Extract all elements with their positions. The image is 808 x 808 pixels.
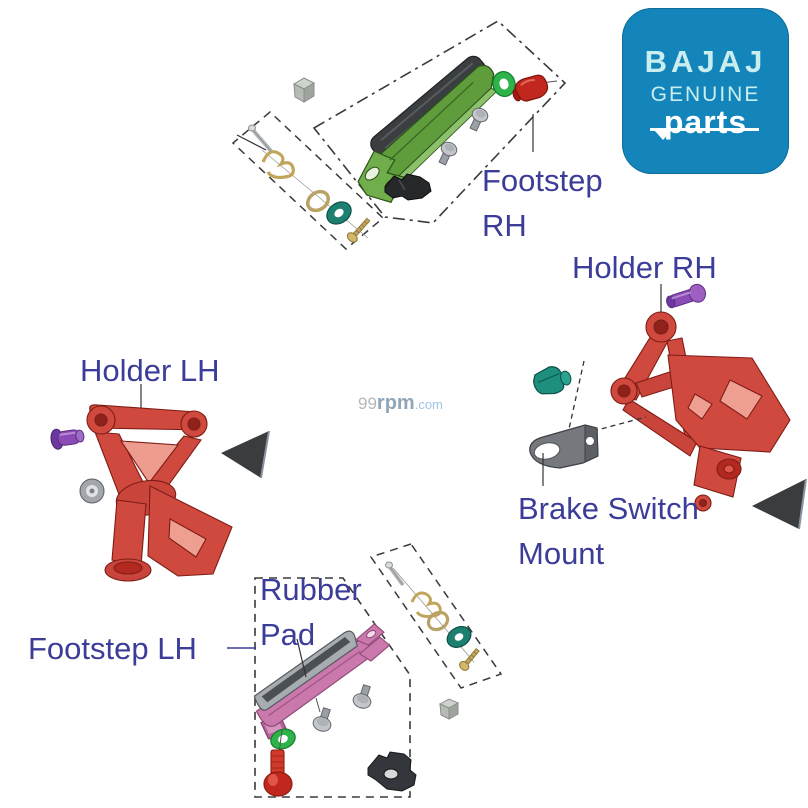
leader-line	[236, 134, 267, 151]
pin-part	[248, 124, 273, 153]
grommet-part	[446, 626, 472, 648]
logo-arrow-down-icon	[655, 131, 671, 140]
watermark-rpm: rpm	[377, 392, 415, 414]
label-footstep-lh: Footstep LH	[28, 631, 197, 666]
dashed-box-fasteners-lh	[369, 543, 503, 689]
label-footstep-rh-line2: RH	[482, 208, 527, 243]
end-cap-part	[512, 74, 549, 102]
label-rubber-pad: Rubber Pad	[260, 567, 362, 657]
footstep-rh-part	[357, 55, 498, 203]
label-holder-lh: Holder LH	[80, 353, 220, 388]
watermark-dotcom: .com	[415, 397, 443, 412]
label-footstep-rh-line1: Footstep	[482, 163, 603, 198]
screw-part	[459, 647, 480, 671]
cube-spacer-part	[438, 698, 460, 720]
label-rubber-pad-line2: Pad	[260, 617, 316, 652]
screw-part	[346, 217, 371, 243]
axis-line	[278, 729, 283, 754]
footstep-rh-assembly	[231, 20, 567, 251]
axis-line	[315, 697, 321, 713]
clip-part	[367, 751, 417, 792]
bearing-washer-part	[79, 478, 105, 504]
logo-brand-text: BAJAJ	[644, 44, 767, 79]
label-brake-switch-line1: Brake Switch	[518, 491, 699, 526]
bajaj-genuine-parts-logo: BAJAJ GENUINE parts	[622, 8, 789, 174]
bolt-part	[469, 107, 489, 132]
leader-line	[296, 638, 307, 678]
holder-lh-assembly	[50, 384, 270, 582]
washer-ring-part	[426, 610, 450, 632]
stopper-bolt-part	[263, 749, 293, 797]
purple-bolt-part	[50, 428, 85, 450]
dashed-box-fasteners-rh	[231, 110, 385, 251]
watermark: 99rpm.com	[358, 392, 443, 414]
oring-part	[492, 70, 516, 98]
bolt-part	[312, 707, 332, 732]
holder-rh-assembly	[529, 283, 807, 530]
label-footstep-rh: Footstep RH	[482, 158, 603, 248]
spring-clip-part	[261, 150, 295, 180]
purple-bolt-part	[666, 283, 707, 309]
footstep-lh-assembly	[227, 543, 503, 798]
watermark-num: 99	[358, 394, 377, 413]
grommet-part	[326, 201, 352, 225]
pin-part	[385, 561, 405, 587]
cube-spacer-part	[292, 77, 316, 103]
logo-genuine-text: GENUINE	[650, 83, 761, 106]
dashed-box-footstep-rh	[312, 20, 567, 224]
teal-bolt-part	[532, 366, 572, 395]
label-holder-rh: Holder RH	[572, 250, 717, 285]
dashed-box-footstep-lh	[254, 577, 411, 798]
holder-rh-part	[610, 311, 791, 512]
label-rubber-pad-line1: Rubber	[260, 572, 362, 607]
pointer-arrow-right	[752, 478, 807, 530]
logo-parts-text: parts	[663, 104, 748, 140]
label-brake-switch-line2: Mount	[518, 536, 605, 571]
logo-underline	[650, 128, 759, 131]
holder-lh-part	[86, 404, 233, 582]
pointer-arrow-left	[221, 430, 270, 479]
footstep-lh-part	[253, 623, 391, 740]
bolt-part	[352, 684, 372, 709]
clip-part	[384, 173, 432, 201]
brake-switch-mount-part	[529, 424, 599, 469]
bolt-part	[438, 141, 458, 166]
label-brake-switch-mount: Brake Switch Mount	[518, 486, 699, 576]
washer-ring-part	[306, 189, 330, 213]
